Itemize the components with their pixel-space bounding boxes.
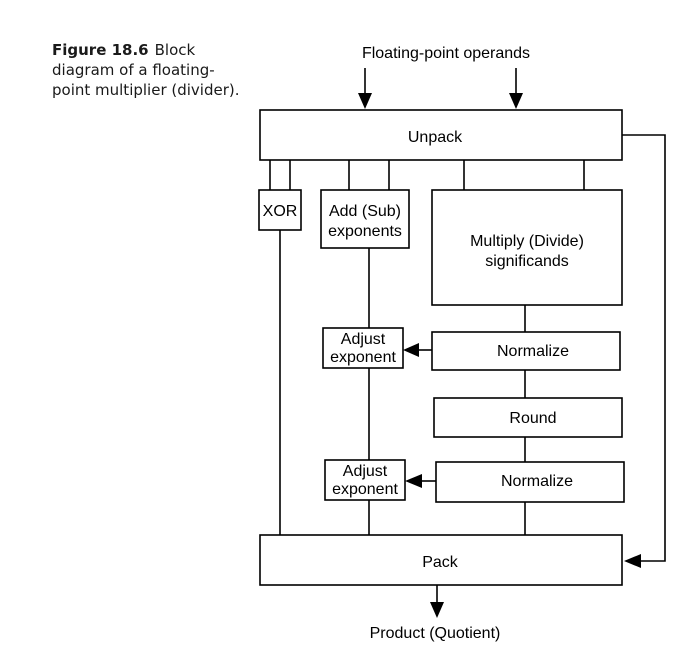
- normalize-block-1: [431, 331, 621, 371]
- pack-block: [259, 534, 623, 586]
- pack-label: Pack: [422, 554, 459, 571]
- normalize1-label: Normalize: [497, 343, 569, 360]
- unpack-block: [259, 109, 623, 161]
- xor-label: XOR: [263, 203, 298, 220]
- normalize2-label: Normalize: [501, 473, 573, 490]
- input-arrow-right-head: [509, 93, 523, 109]
- add-sub-label-line1: Add (Sub): [329, 203, 401, 220]
- multiply-label-line1: Multiply (Divide): [470, 233, 584, 250]
- multiply-label-line2: significands: [485, 253, 569, 270]
- adjust2-label-line1: Adjust: [343, 463, 388, 480]
- adjust1-label-line2: exponent: [330, 349, 396, 366]
- arrow-normalize1-adjust1-head: [403, 343, 419, 357]
- round-block: [433, 397, 623, 438]
- add-sub-label-line2: exponents: [328, 223, 402, 240]
- input-arrow-left-head: [358, 93, 372, 109]
- adjust1-label-line1: Adjust: [341, 331, 386, 348]
- output-label: Product (Quotient): [370, 625, 501, 642]
- unpack-label: Unpack: [408, 129, 463, 146]
- multiply-significands-block: [431, 189, 623, 306]
- normalize-block-2: [435, 461, 625, 503]
- bypass-unpack-pack-head: [624, 554, 641, 568]
- caption-text: Block diagram of a floating-point multip…: [52, 41, 240, 99]
- adjust-exponent-block-1: [322, 327, 404, 369]
- arrow-normalize2-adjust2-head: [405, 474, 422, 488]
- adjust2-label-line2: exponent: [332, 481, 398, 498]
- round-label: Round: [509, 410, 556, 427]
- add-sub-exponents-block: [320, 189, 410, 249]
- input-label: Floating-point operands: [362, 45, 530, 62]
- output-arrow-head: [430, 602, 444, 618]
- bypass-unpack-pack-line: [622, 134, 666, 562]
- figure-label: Figure 18.6: [52, 41, 149, 59]
- adjust-exponent-block-2: [324, 459, 406, 501]
